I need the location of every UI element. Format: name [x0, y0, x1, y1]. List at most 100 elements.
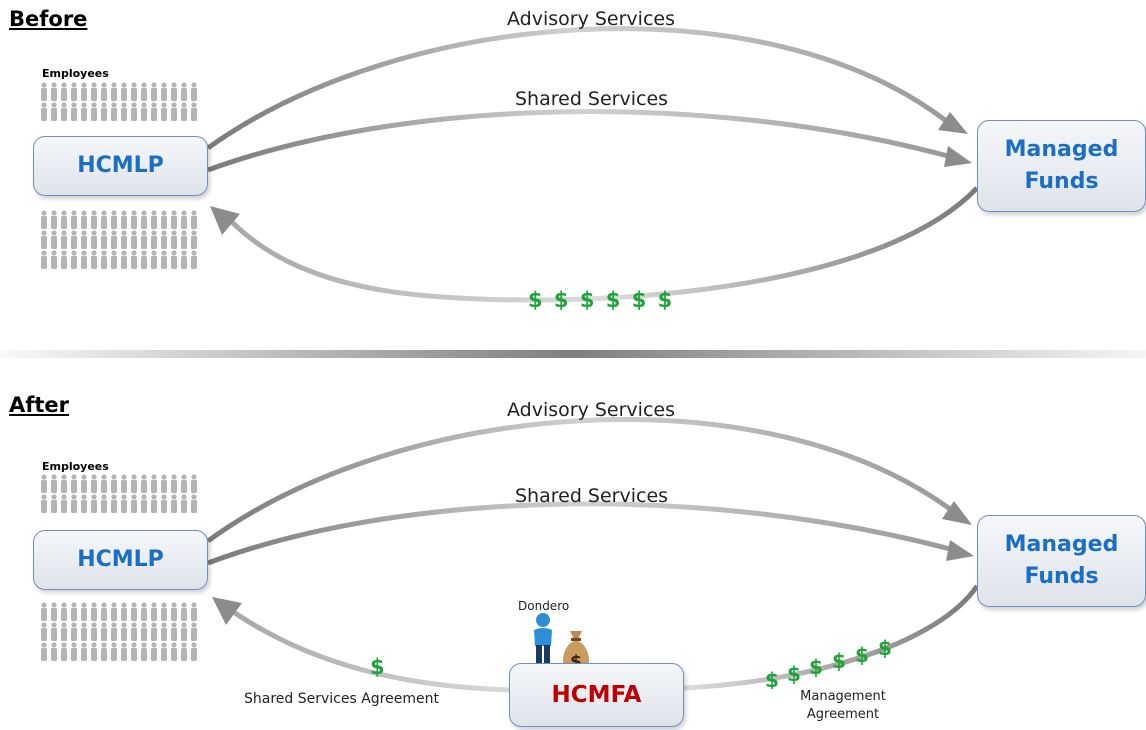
employee-icon	[71, 230, 77, 249]
employee-icon	[81, 642, 87, 661]
employee-icon	[51, 622, 57, 641]
employee-icon	[61, 210, 67, 229]
employee-icon	[161, 82, 167, 101]
employee-icon	[41, 230, 47, 249]
employee-icon	[121, 82, 127, 101]
employee-icon	[141, 102, 147, 121]
managed-funds-box: Managed Funds	[977, 515, 1146, 607]
managed-funds-box: Managed Funds	[977, 120, 1146, 212]
employee-icon	[91, 210, 97, 229]
employee-icon	[161, 230, 167, 249]
employee-icon	[81, 474, 87, 493]
employee-icon	[191, 622, 197, 641]
employee-icon	[131, 230, 137, 249]
employee-icon	[191, 474, 197, 493]
employee-icon	[161, 602, 167, 621]
arrowhead-icon	[210, 206, 240, 235]
employee-icon	[101, 230, 107, 249]
employee-icon	[111, 102, 117, 121]
before-arrows	[206, 26, 979, 303]
employee-icon	[51, 642, 57, 661]
employee-icon	[91, 622, 97, 641]
employee-icon	[41, 622, 47, 641]
arrowhead-icon	[946, 540, 974, 561]
arrowhead-icon	[942, 501, 972, 525]
hcmlp-label: HCMLP	[77, 547, 164, 572]
employee-icon	[171, 230, 177, 249]
employee-icon	[171, 474, 177, 493]
advisory-services-label: Advisory Services	[507, 399, 675, 421]
employee-icon	[91, 602, 97, 621]
employee-icon	[91, 102, 97, 121]
employee-icon	[71, 474, 77, 493]
shared-arrow	[207, 109, 949, 173]
employee-icon	[171, 622, 177, 641]
employee-icon	[61, 250, 67, 269]
employee-icon	[101, 210, 107, 229]
advisory-arrow	[206, 26, 947, 151]
employee-icon	[141, 602, 147, 621]
mgmt-dollar: $	[832, 649, 846, 673]
shared-services-agreement-label: Shared Services Agreement	[244, 691, 439, 707]
employee-icon	[71, 250, 77, 269]
employee-icon	[41, 494, 47, 513]
employee-icon	[101, 474, 107, 493]
employee-icon	[81, 210, 87, 229]
employee-icon	[61, 102, 67, 121]
employee-icon	[51, 230, 57, 249]
employee-icon	[111, 494, 117, 513]
employee-icon	[41, 102, 47, 121]
dondero-label: Dondero	[518, 599, 570, 613]
employee-icon	[111, 210, 117, 229]
employee-icon	[111, 82, 117, 101]
employee-icon	[151, 622, 157, 641]
employee-icon	[101, 602, 107, 621]
before-section: Before Employees HCMLP Managed Funds Adv…	[0, 0, 1146, 350]
employees-label: Employees	[42, 460, 109, 473]
employee-icon	[191, 82, 197, 101]
employee-icon	[111, 602, 117, 621]
managed-funds-label: Managed Funds	[1004, 532, 1119, 589]
employee-icon	[71, 622, 77, 641]
employee-icon	[51, 602, 57, 621]
shared-services-agreement-arrow	[230, 608, 510, 693]
hcmlp-label: HCMLP	[77, 153, 164, 178]
employee-icon	[151, 210, 157, 229]
employee-icon	[151, 474, 157, 493]
employee-icon	[151, 494, 157, 513]
hcmfa-label: HCMFA	[551, 682, 642, 708]
employee-icon	[171, 102, 177, 121]
employee-icon	[81, 250, 87, 269]
arrowhead-icon	[212, 597, 242, 625]
return-arrow	[230, 186, 979, 303]
employee-icon	[171, 494, 177, 513]
employee-icon	[101, 250, 107, 269]
employee-icon	[191, 642, 197, 661]
employee-icon	[111, 230, 117, 249]
managed-funds-label: Managed Funds	[1004, 137, 1119, 194]
employee-icon	[71, 82, 77, 101]
employee-icon	[131, 82, 137, 101]
employee-icon	[51, 210, 57, 229]
arrowhead-icon	[944, 146, 972, 167]
employee-icon	[141, 250, 147, 269]
employee-icon	[91, 82, 97, 101]
employee-icon	[41, 602, 47, 621]
employee-icon	[111, 250, 117, 269]
employee-icon	[141, 494, 147, 513]
employee-icon	[61, 82, 67, 101]
employee-icon	[71, 102, 77, 121]
employee-icon	[121, 622, 127, 641]
employee-icon	[161, 474, 167, 493]
employee-icon	[151, 230, 157, 249]
employee-icon	[191, 494, 197, 513]
shared-services-label: Shared Services	[515, 485, 669, 507]
hcmlp-box: HCMLP	[33, 530, 208, 590]
mgmt-dollar: $	[787, 662, 801, 686]
employee-icon	[61, 474, 67, 493]
employee-icon	[51, 82, 57, 101]
employee-icon	[121, 642, 127, 661]
employee-icon	[131, 102, 137, 121]
employee-icon	[121, 602, 127, 621]
employee-icon	[81, 602, 87, 621]
